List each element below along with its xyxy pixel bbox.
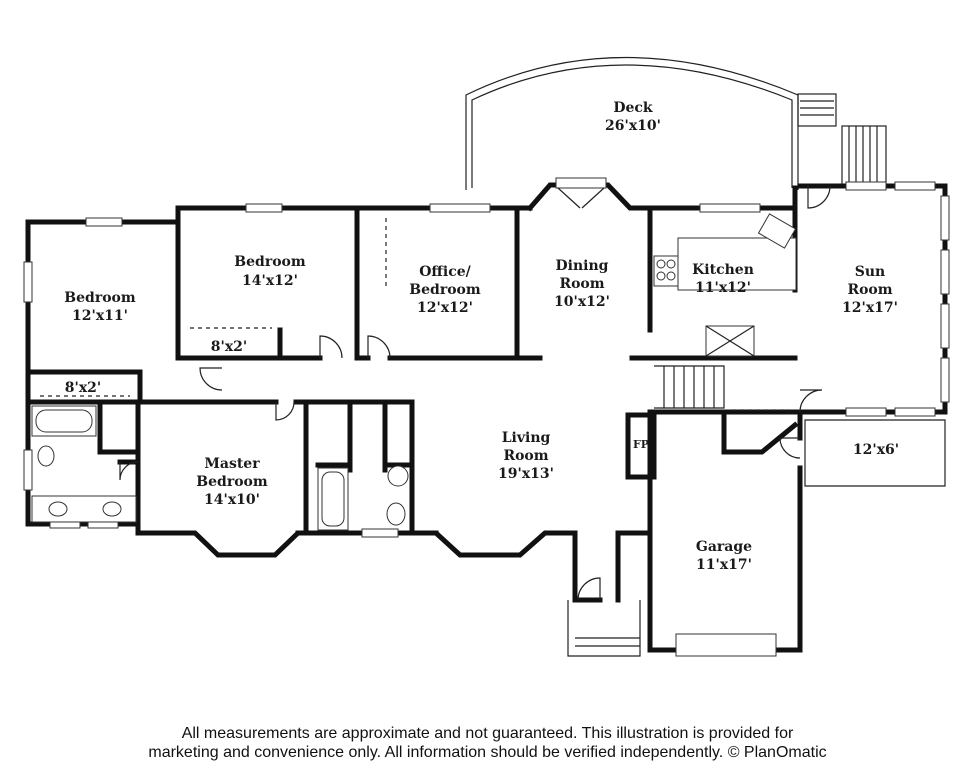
kitchen-name: Kitchen: [692, 262, 754, 278]
bedroom-west-name: Bedroom: [64, 290, 136, 306]
office-size: 12'x12': [417, 300, 473, 316]
sun-room-name-line2: Room: [847, 282, 892, 298]
sun-room-size: 12'x17': [842, 300, 898, 316]
sun-room-name-line1: Sun: [855, 264, 885, 280]
garage-name: Garage: [696, 539, 752, 555]
office-name-line2: Bedroom: [409, 282, 481, 298]
garage-size: 11'x17': [696, 557, 752, 573]
walls: [25, 182, 948, 653]
living-name-line2: Room: [503, 448, 548, 464]
fixtures: [31, 213, 797, 531]
living-name-line1: Living: [502, 430, 551, 446]
windows: [23, 177, 950, 657]
bedroom-west-size: 12'x11': [72, 308, 128, 324]
office-name-line1: Office/: [419, 264, 471, 280]
master-name-line2: Bedroom: [196, 474, 268, 490]
room-labels: Deck 26'x10' Bedroom 12'x11' Bedroom 14'…: [64, 100, 899, 573]
porch-size: 12'x6': [853, 442, 899, 458]
porch: [567, 419, 946, 657]
doors: [119, 185, 831, 601]
dining-name-line1: Dining: [556, 258, 609, 274]
deck-outline: [465, 57, 887, 190]
bedroom-north-size: 14'x12': [242, 273, 298, 289]
master-size: 14'x10': [204, 492, 260, 508]
dining-name-line2: Room: [559, 276, 604, 292]
disclaimer-line-1: All measurements are approximate and not…: [181, 725, 794, 742]
kitchen-size: 11'x12': [695, 280, 751, 296]
living-size: 19'x13': [498, 466, 554, 482]
deck-name: Deck: [613, 100, 653, 116]
dining-size: 10'x12': [554, 294, 610, 310]
deck-size: 26'x10': [605, 118, 661, 134]
disclaimer-line-2: marketing and convenience only. All info…: [148, 744, 827, 761]
master-name-line1: Master: [204, 456, 260, 472]
fireplace-label: FP: [633, 438, 649, 451]
closet-north-size: 8'x2': [211, 339, 247, 355]
closet-west-size: 8'x2': [65, 380, 101, 396]
bedroom-north-name: Bedroom: [234, 254, 306, 270]
